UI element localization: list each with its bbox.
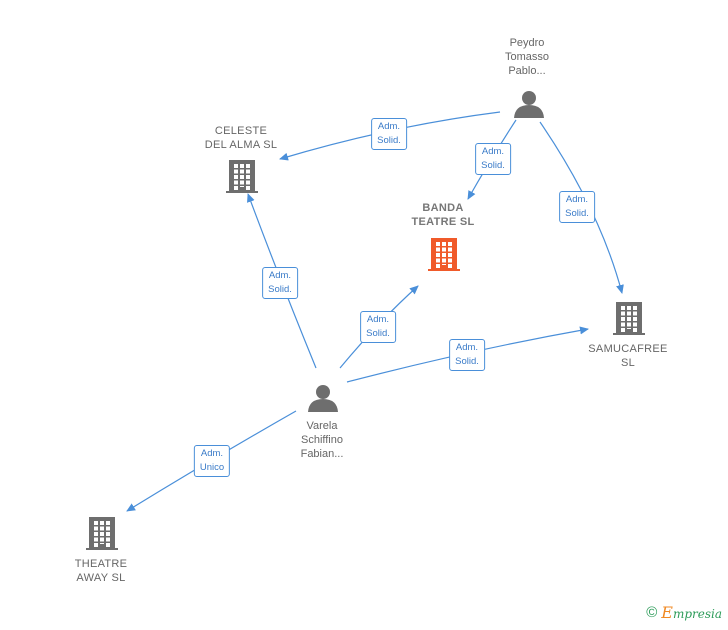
node-label-banda[interactable]: BANDA TEATRE SL bbox=[412, 201, 475, 229]
building-icon-banda[interactable] bbox=[428, 238, 460, 271]
edge-label-varela-celeste[interactable]: Adm. Solid. bbox=[262, 267, 298, 299]
node-label-celeste[interactable]: CELESTE DEL ALMA SL bbox=[205, 124, 278, 152]
building-icon-theatre[interactable] bbox=[86, 517, 118, 550]
edge-label-line: Adm. bbox=[455, 342, 479, 353]
edge-label-line: Solid. bbox=[366, 328, 390, 339]
node-label-line: CELESTE bbox=[214, 125, 268, 137]
edge-label-line: Adm. bbox=[481, 146, 505, 157]
node-label-line: DEL ALMA SL bbox=[204, 139, 278, 151]
node-label-theatre[interactable]: THEATRE AWAY SL bbox=[75, 557, 128, 585]
node-label-line: SL bbox=[620, 357, 636, 369]
edge-label-varela-banda[interactable]: Adm. Solid. bbox=[360, 311, 396, 343]
edge-label-line: Solid. bbox=[377, 135, 401, 146]
edge-label-line: Adm. bbox=[565, 194, 589, 205]
edge-label-line: Solid. bbox=[455, 356, 479, 367]
edge-label-line: Solid. bbox=[565, 208, 589, 219]
edge-label-varela-samucafree[interactable]: Adm. Solid. bbox=[449, 339, 485, 371]
edge-label-varela-theatre[interactable]: Adm. Unico bbox=[193, 445, 231, 477]
edge-label-line: Solid. bbox=[268, 284, 292, 295]
brand-logo: Empresia bbox=[661, 603, 722, 622]
copyright-icon: © bbox=[646, 604, 658, 621]
node-label-line: Varela bbox=[306, 420, 338, 432]
edge-label-line: Solid. bbox=[481, 160, 505, 171]
person-icon-varela[interactable] bbox=[308, 385, 338, 412]
node-label-line: Fabian... bbox=[300, 448, 344, 460]
edge-label-peydro-samucafree[interactable]: Adm. Solid. bbox=[559, 191, 595, 223]
footer-brand: © Empresia bbox=[646, 603, 722, 622]
node-label-line: Schiffino bbox=[301, 434, 343, 446]
node-label-line: SAMUCAFREE bbox=[588, 343, 668, 355]
person-icon-peydro[interactable] bbox=[514, 91, 544, 118]
edge-label-line: Adm. bbox=[366, 314, 390, 325]
building-icon-samucafree[interactable] bbox=[613, 302, 645, 335]
node-label-samucafree[interactable]: SAMUCAFREE SL bbox=[588, 342, 667, 370]
node-label-line: THEATRE bbox=[74, 558, 128, 570]
node-label-line: Tomasso bbox=[504, 51, 550, 63]
edge-label-line: Adm. bbox=[268, 270, 292, 281]
building-icon-celeste[interactable] bbox=[226, 160, 258, 193]
edge-label-line: Adm. bbox=[200, 448, 224, 459]
node-label-line: AWAY SL bbox=[76, 572, 126, 584]
edge-label-line: Unico bbox=[199, 462, 225, 473]
node-label-line: Peydro bbox=[509, 37, 545, 49]
edge-label-peydro-celeste[interactable]: Adm. Solid. bbox=[371, 118, 407, 150]
edge-label-peydro-banda[interactable]: Adm. Solid. bbox=[475, 143, 511, 175]
edge-label-line: Adm. bbox=[377, 121, 401, 132]
node-label-line: TEATRE SL bbox=[411, 216, 475, 228]
node-label-line: BANDA bbox=[422, 202, 464, 214]
node-label-line: Pablo... bbox=[508, 65, 546, 77]
